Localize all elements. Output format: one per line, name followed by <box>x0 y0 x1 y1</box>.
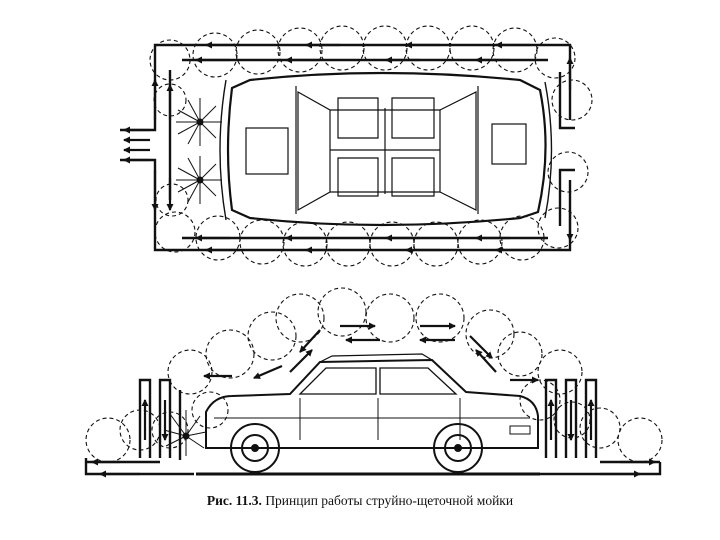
car-profile <box>206 354 538 448</box>
left-frames <box>86 380 194 474</box>
figure-caption-text: Принцип работы струйно-щеточной мойки <box>265 493 513 508</box>
figure-caption: Рис. 11.3. Принцип работы струйно-щеточн… <box>0 493 720 509</box>
side-arrows <box>92 326 655 474</box>
car-plan <box>220 73 552 225</box>
car-plan-details <box>246 86 526 214</box>
top-view <box>120 26 592 266</box>
figure-label: Рис. 11.3. <box>207 493 262 508</box>
side-view <box>86 288 662 474</box>
